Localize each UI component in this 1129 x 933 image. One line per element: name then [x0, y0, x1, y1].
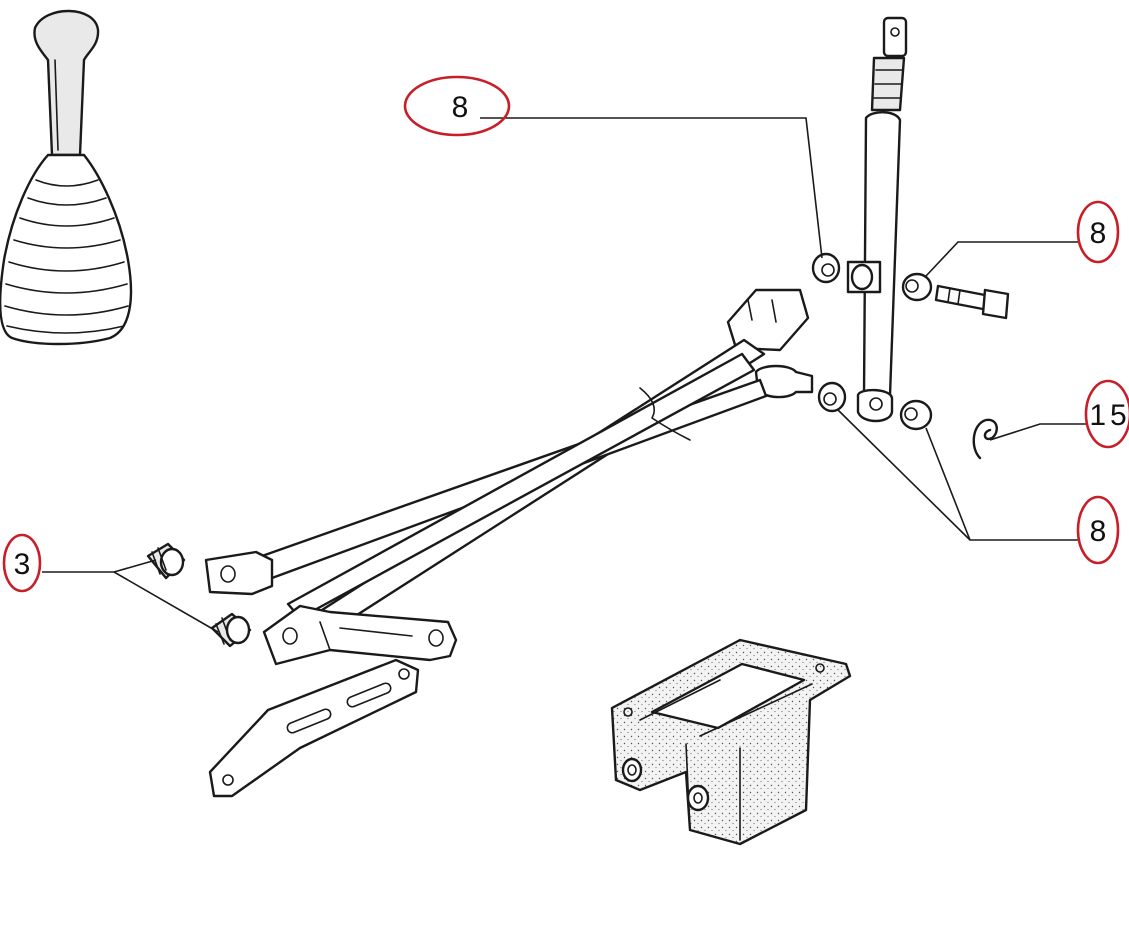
callout-number: 8 [1090, 217, 1107, 250]
callout-ring [403, 75, 511, 137]
callout-ring [1076, 495, 1120, 565]
callout-upper-right[interactable]: 8 [1076, 200, 1120, 264]
shift-housing [610, 638, 852, 846]
bushing-lower-left [817, 381, 847, 413]
bushing-3-upper [146, 542, 186, 580]
callout-number: 15 [1089, 399, 1129, 432]
bushing-top-left [811, 252, 841, 284]
vertical-shift-rod [846, 16, 908, 423]
bushing-3-lower [210, 612, 252, 648]
callout-number: 8 [1090, 515, 1107, 548]
slotted-plate [208, 658, 420, 798]
callout-number: 8 [452, 91, 469, 124]
bushing-lower-right [899, 399, 933, 431]
callout-right[interactable]: 15 [1084, 379, 1129, 449]
spring-clip [972, 418, 998, 460]
gear-knob [33, 9, 100, 157]
callout-upper-left[interactable]: 8 [403, 75, 511, 137]
bushing-top-right [901, 272, 933, 302]
callout-left[interactable]: 3 [2, 533, 42, 593]
selector-rods [260, 288, 814, 624]
callout-ring [2, 533, 42, 593]
callout-ring [1084, 379, 1129, 449]
lever-bracket [262, 604, 458, 666]
callout-number: 3 [14, 548, 31, 581]
callout-ring [1076, 200, 1120, 264]
rubber-boot [0, 153, 133, 346]
gear-knob-boot [0, 9, 133, 346]
leader-lines [42, 117, 1088, 633]
rod-end-block [204, 550, 274, 596]
pivot-bolt [934, 284, 1010, 320]
callout-lower-right[interactable]: 8 [1076, 495, 1120, 565]
